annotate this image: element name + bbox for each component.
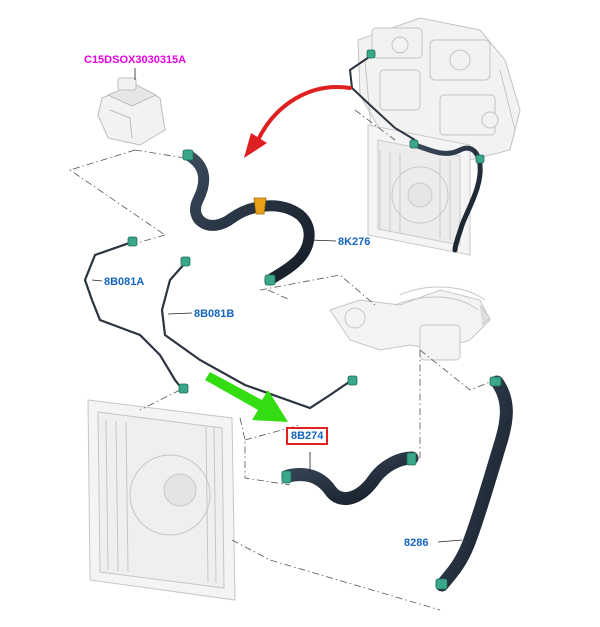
hose-8286 (435, 375, 513, 592)
label-leaders (91, 68, 463, 543)
radiator-upper-ghost (367, 124, 471, 256)
radiator-lower-ghost (87, 399, 236, 601)
engine-ghost (357, 17, 521, 161)
hose-engine-upper (412, 142, 483, 253)
tube-8b081a (83, 240, 184, 391)
label-8286: 8286 (404, 537, 429, 549)
green-arrow (205, 372, 288, 422)
red-arrow (244, 85, 352, 158)
label-8b081b: 8B081B (194, 308, 235, 320)
hose-8b274 (281, 451, 419, 505)
label-8k276: 8K276 (338, 236, 371, 248)
hose-clamps (127, 49, 502, 590)
coolant-reservoir (97, 77, 166, 146)
label-8b081a: 8B081A (104, 276, 145, 288)
document-code: C15DSOX3030315A (84, 54, 187, 66)
label-8b274-highlighted: 8B274 (286, 427, 329, 445)
hose-8k276 (182, 149, 315, 286)
connector-yellow (253, 197, 267, 215)
thermostat-housing-ghost (329, 286, 491, 361)
tube-8b081b (160, 261, 353, 410)
tube-engine-feed (348, 54, 416, 141)
